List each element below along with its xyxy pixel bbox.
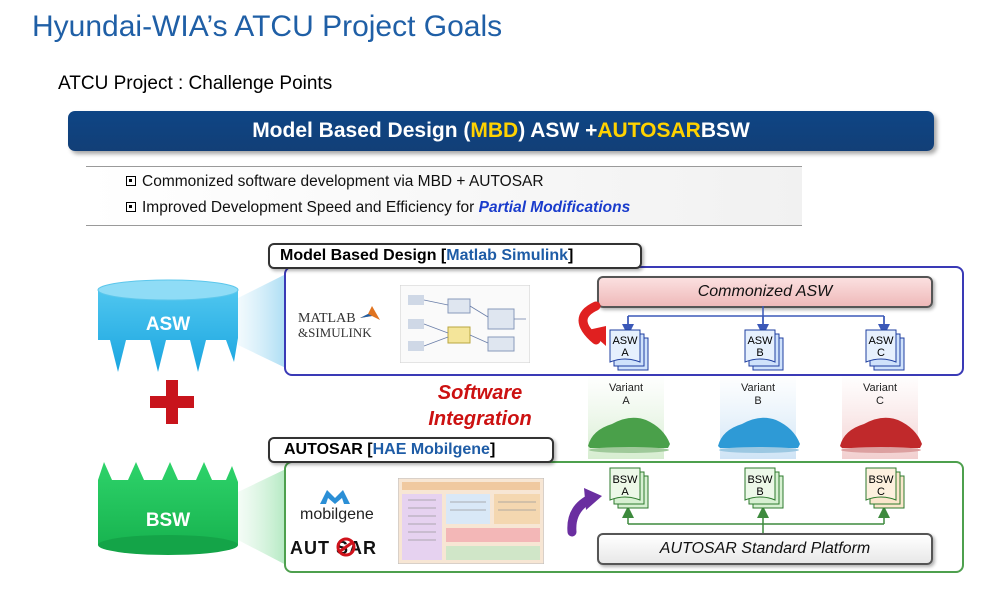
asw-doc-c-icon <box>865 329 905 371</box>
car-c-icon <box>840 417 922 453</box>
asw-beam <box>238 272 290 370</box>
autosar-label: AUTOSAR [ HAE Mobilgene ] <box>268 437 554 463</box>
mbd-label: Model Based Design [ Matlab Simulink ] <box>268 243 642 269</box>
bullet-square-icon <box>126 176 136 186</box>
autosar-label-close: ] <box>489 441 496 458</box>
mbd-label-text: Model Based Design [ <box>280 247 447 264</box>
asw-cylinder-label: ASW <box>145 314 191 335</box>
matlab-logo-line1: MATLAB <box>298 311 356 326</box>
autosar-label-tool: HAE Mobilgene <box>372 441 490 458</box>
bsw-cylinder-icon <box>98 462 238 555</box>
car-a-icon <box>588 417 670 453</box>
mobilgene-logo: mobilgene <box>300 506 374 523</box>
bullet-2: Improved Development Speed and Efficienc… <box>126 199 630 217</box>
autosar-architecture-thumbnail <box>398 478 544 564</box>
mbd-label-close: ] <box>568 247 574 264</box>
banner-autosar: AUTOSAR <box>597 119 701 142</box>
banner-part3: BSW <box>700 119 750 142</box>
software-integration-line2: Integration <box>428 408 532 430</box>
bsw-doc-b-icon <box>744 467 784 509</box>
page-title: Hyundai-WIA’s ATCU Project Goals <box>32 10 503 43</box>
asw-doc-b-icon <box>744 329 784 371</box>
bsw-beam <box>238 467 290 567</box>
car-b-icon <box>718 417 800 453</box>
mbd-label-tool: Matlab Simulink <box>446 247 569 264</box>
simulink-diagram-thumbnail <box>400 285 530 363</box>
red-curve-arrow-icon <box>578 301 601 345</box>
autosar-label-text: AUTOSAR [ <box>284 441 373 458</box>
bsw-doc-c-icon <box>865 467 905 509</box>
bullet-1: Commonized software development via MBD … <box>126 173 544 191</box>
banner-part1: Model Based Design ( <box>252 119 471 142</box>
matlab-membrane-icon <box>360 306 380 320</box>
page-subtitle: ATCU Project : Challenge Points <box>58 73 333 94</box>
matlab-logo-line2: &SIMULINK <box>298 325 372 340</box>
plus-icon <box>150 380 194 424</box>
software-integration-line1: Software <box>437 382 523 404</box>
asw-cylinder-icon <box>97 279 239 372</box>
software-integration-label: Software Integration <box>400 380 560 432</box>
banner-mbd: MBD <box>470 119 519 142</box>
commonized-asw-box: Commonized ASW <box>597 276 933 308</box>
mobilgene-m-icon <box>320 490 350 504</box>
bullet-square-icon <box>126 202 136 212</box>
bsw-cylinder-label: BSW <box>145 510 191 531</box>
bullet-2-highlight: Partial Modifications <box>478 199 631 216</box>
autosar-platform-box: AUTOSAR Standard Platform <box>597 533 933 565</box>
bullet-list: Commonized software development via MBD … <box>86 166 802 226</box>
mbd-banner: Model Based Design (MBD) ASW + AUTOSAR B… <box>68 111 934 151</box>
banner-part2: ) ASW + <box>518 119 598 142</box>
asw-doc-a-icon <box>609 329 649 371</box>
bullet-2-text: Improved Development Speed and Efficienc… <box>142 199 479 216</box>
autosar-o-icon <box>336 537 356 557</box>
bullet-1-text: Commonized software development via MBD … <box>142 173 544 190</box>
bsw-doc-a-icon <box>609 467 649 509</box>
matlab-simulink-logo: MATLAB &SIMULINK <box>298 312 372 340</box>
